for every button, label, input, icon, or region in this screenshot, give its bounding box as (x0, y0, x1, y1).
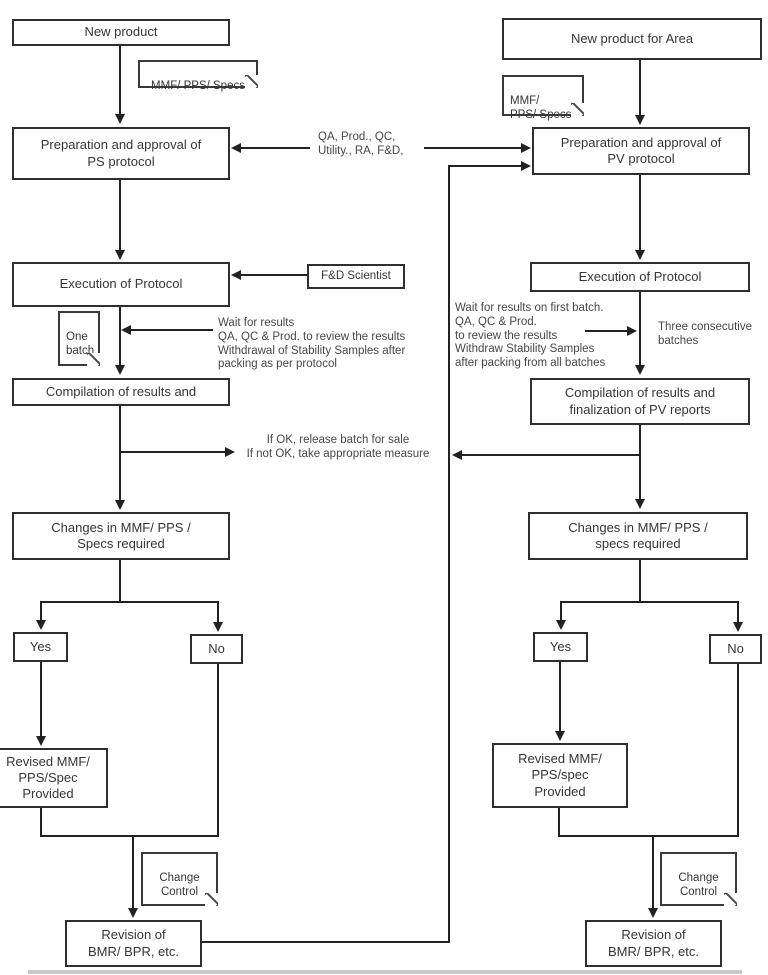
connector (119, 406, 121, 500)
connector (241, 274, 307, 276)
arrowhead-down-icon (115, 114, 125, 124)
arrowhead-left-icon (121, 325, 131, 335)
left-start-box: New product (12, 19, 230, 46)
connector (119, 307, 121, 365)
right-wait-label: Wait for results on first batch. QA, QC … (455, 302, 606, 370)
arrowhead-down-icon (733, 622, 743, 632)
left-no-box: No (190, 634, 243, 664)
left-exec-box: Execution of Protocol (12, 262, 230, 307)
right-changes-box: Changes in MMF/ PPS / specs required (528, 512, 748, 560)
left-revision-box: Revision of BMR/ BPR, etc. (65, 920, 202, 967)
arrowhead-left-icon (452, 450, 462, 460)
arrowhead-down-icon (635, 365, 645, 375)
connector (217, 664, 219, 837)
right-no-box: No (709, 634, 762, 664)
page-edge-artifact (28, 970, 742, 974)
arrowhead-down-icon (213, 622, 223, 632)
connector (40, 835, 219, 837)
left-changes-box: Changes in MMF/ PPS / Specs required (12, 512, 230, 560)
connector (559, 662, 561, 732)
right-revision-box: Revision of BMR/ BPR, etc. (585, 920, 722, 967)
participants-label: QA, Prod., QC, Utility., RA, F&D, (318, 131, 404, 157)
arrowhead-down-icon (635, 115, 645, 125)
folded-corner-icon (87, 353, 100, 366)
connector (202, 941, 450, 943)
connector (120, 451, 225, 453)
connector (131, 329, 213, 331)
connector (40, 808, 42, 837)
connector (639, 560, 641, 602)
left-revised-box: Revised MMF/ PPS/Spec Provided (0, 748, 108, 808)
connector (448, 165, 521, 167)
connector (40, 601, 42, 621)
connector (558, 835, 739, 837)
connector (652, 835, 654, 908)
connector (241, 147, 310, 149)
right-compilation-box: Compilation of results and finalization … (530, 378, 750, 425)
connector (560, 601, 739, 603)
one-batch-note: One batch (58, 311, 100, 366)
connector (424, 147, 521, 149)
arrowhead-down-icon (36, 620, 46, 630)
left-change-control-note: Change Control (141, 852, 218, 906)
connector (560, 601, 562, 621)
left-yes-box: Yes (13, 632, 68, 662)
arrowhead-down-icon (648, 908, 658, 918)
arrowhead-down-icon (115, 250, 125, 260)
note-text: MMF/ PPS/ Specs (151, 79, 245, 92)
right-yes-box: Yes (533, 632, 588, 662)
arrowhead-right-icon (521, 143, 531, 153)
note-text: MMF/ PPS/ Specs (510, 94, 572, 121)
connector (737, 601, 739, 623)
folded-corner-icon (205, 893, 218, 906)
connector (639, 292, 641, 366)
connector (217, 601, 219, 623)
fd-scientist-box: F&D Scientist (307, 264, 405, 289)
folded-corner-icon (724, 893, 737, 906)
right-batches-label: Three consecutive batches (658, 321, 752, 347)
right-change-control-note: Change Control (660, 852, 737, 906)
left-wait-label: Wait for results QA, QC & Prod. to revie… (218, 317, 406, 371)
left-specs-note: MMF/ PPS/ Specs (138, 60, 258, 92)
arrowhead-down-icon (115, 365, 125, 375)
note-text: Change Control (159, 871, 200, 898)
connector (639, 425, 641, 500)
connector (737, 664, 739, 837)
connector (119, 46, 121, 116)
connector (585, 330, 627, 332)
right-exec-box: Execution of Protocol (530, 262, 750, 292)
arrowhead-right-icon (225, 447, 235, 457)
folded-corner-icon (245, 75, 258, 88)
connector (448, 166, 450, 943)
arrowhead-right-icon (521, 161, 531, 171)
right-start-box: New product for Area (502, 18, 762, 60)
connector (639, 175, 641, 251)
arrowhead-down-icon (556, 620, 566, 630)
right-specs-note: MMF/ PPS/ Specs (502, 75, 584, 121)
arrowhead-down-icon (555, 731, 565, 741)
left-compilation-box: Compilation of results and (12, 378, 230, 406)
release-decision-label: If OK, release batch for sale If not OK,… (246, 434, 430, 460)
left-prep-box: Preparation and approval of PS protocol (12, 127, 230, 180)
arrowhead-down-icon (635, 250, 645, 260)
connector (119, 560, 121, 602)
arrowhead-down-icon (115, 500, 125, 510)
connector (132, 835, 134, 908)
arrowhead-down-icon (635, 499, 645, 509)
arrowhead-down-icon (36, 736, 46, 746)
arrowhead-down-icon (128, 908, 138, 918)
right-prep-box: Preparation and approval of PV protocol (532, 127, 750, 175)
folded-corner-icon (571, 103, 584, 116)
connector (462, 454, 639, 456)
arrowhead-left-icon (231, 143, 241, 153)
connector (40, 601, 219, 603)
connector (119, 180, 121, 250)
note-text: Change Control (678, 871, 719, 898)
right-revised-box: Revised MMF/ PPS/spec Provided (492, 743, 628, 808)
connector (40, 662, 42, 736)
connector (639, 60, 641, 116)
connector (558, 808, 560, 837)
arrowhead-left-icon (231, 270, 241, 280)
arrowhead-right-icon (627, 326, 637, 336)
